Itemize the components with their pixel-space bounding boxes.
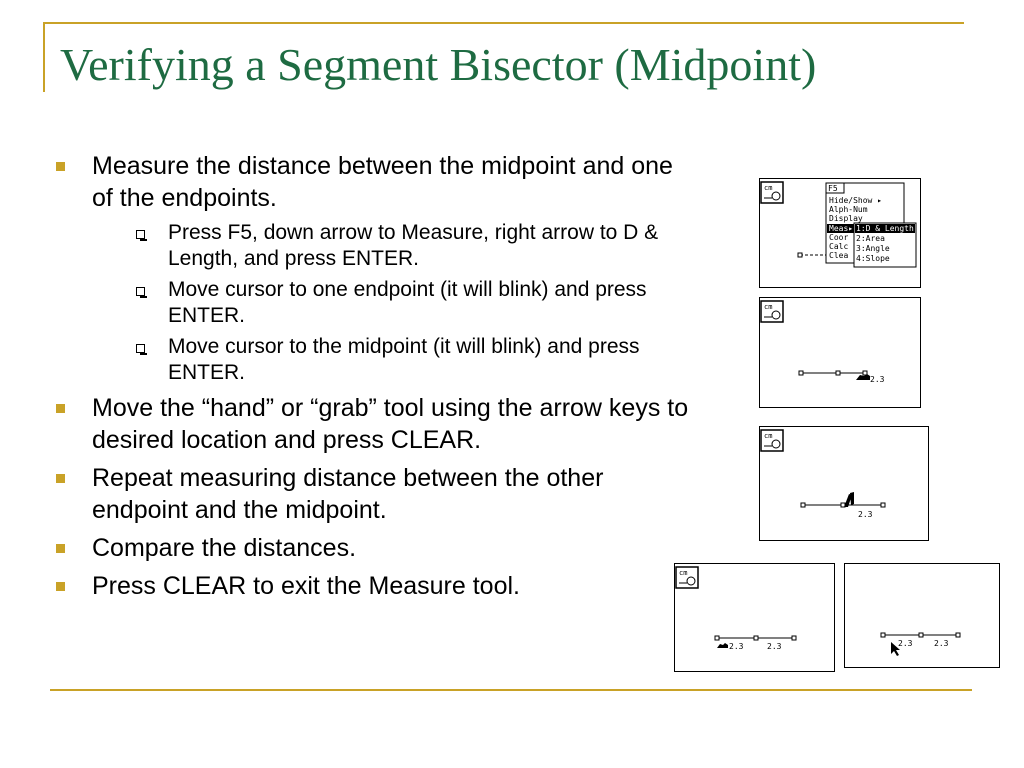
bullet-list: Measure the distance between the midpoin… <box>52 150 692 608</box>
sub-bullet-text: Move cursor to the midpoint (it will bli… <box>168 335 640 384</box>
bullet-item: Press CLEAR to exit the Measure tool. <box>52 570 692 602</box>
square-bullet-icon <box>56 162 65 171</box>
calculator-screen-measure-3: cm 2.3 2.3 <box>674 563 835 672</box>
submenu-item: 2:Area <box>856 234 885 243</box>
square-bullet-icon <box>56 404 65 413</box>
tool-icon: cm <box>760 429 784 452</box>
svg-text:cm: cm <box>764 303 772 311</box>
segment <box>798 370 868 376</box>
menu-item: Alph-Num <box>829 205 868 214</box>
distance-value: 2.3 <box>870 375 885 384</box>
tool-icon: cm <box>760 300 784 323</box>
distance-value: 2.3 <box>858 510 873 519</box>
f5-menu: F5 Hide/Show ▸ Alph-Num Display Meas▸ Co… <box>825 182 905 264</box>
bullet-text: Repeat measuring distance between the ot… <box>92 464 604 524</box>
sub-bullet-item: Press F5, down arrow to Measure, right a… <box>92 220 692 272</box>
bullet-text: Press CLEAR to exit the Measure tool. <box>92 572 520 600</box>
frame-vertical-rule <box>43 22 45 92</box>
bullet-item: Repeat measuring distance between the ot… <box>52 462 692 526</box>
bullet-text: Measure the distance between the midpoin… <box>92 152 673 212</box>
hand-cursor-icon <box>717 643 728 648</box>
calculator-screen-menu: cm F5 Hide/Show ▸ Alph-Num Display Meas▸… <box>759 178 921 288</box>
hollow-square-bullet-icon <box>136 230 147 241</box>
hand-cursor-icon <box>856 374 870 380</box>
arrow-cursor-icon <box>891 642 900 656</box>
grab-hand-icon <box>844 492 854 507</box>
distance-value: 2.3 <box>729 642 744 651</box>
bullet-item: Compare the distances. <box>52 532 692 564</box>
tool-icon: cm <box>760 181 784 204</box>
distance-value: 2.3 <box>898 639 913 648</box>
distance-value: 2.3 <box>934 639 949 648</box>
calculator-screen-measure-4: 2.3 2.3 <box>844 563 1000 668</box>
sub-bullet-item: Move cursor to one endpoint (it will bli… <box>92 277 692 329</box>
sub-bullet-item: Move cursor to the midpoint (it will bli… <box>92 334 692 386</box>
hollow-square-bullet-icon <box>136 344 147 355</box>
svg-text:cm: cm <box>764 432 772 440</box>
menu-tab-label: F5 <box>828 184 838 193</box>
slide-title: Verifying a Segment Bisector (Midpoint) <box>60 39 817 90</box>
calculator-screen-measure-1: cm 2.3 <box>759 297 921 408</box>
bullet-text: Compare the distances. <box>92 534 357 562</box>
bullet-item: Move the “hand” or “grab” tool using the… <box>52 392 692 456</box>
segment <box>800 502 886 508</box>
svg-text:cm: cm <box>679 569 687 577</box>
segment <box>714 635 797 641</box>
bottom-rule <box>50 689 972 691</box>
sub-bullet-list: Press F5, down arrow to Measure, right a… <box>92 220 692 386</box>
measure-submenu: 1:D & Length 2:Area 3:Angle 4:Slope <box>853 222 917 268</box>
tool-icon: cm <box>675 566 699 589</box>
menu-item: Clea <box>829 251 848 260</box>
square-bullet-icon <box>56 474 65 483</box>
bullet-item: Measure the distance between the midpoin… <box>52 150 692 386</box>
hollow-square-bullet-icon <box>136 287 147 298</box>
sub-bullet-text: Move cursor to one endpoint (it will bli… <box>168 278 647 327</box>
square-bullet-icon <box>56 582 65 591</box>
distance-value: 2.3 <box>767 642 782 651</box>
sub-bullet-text: Press F5, down arrow to Measure, right a… <box>168 221 659 270</box>
menu-item: Hide/Show ▸ <box>829 196 882 205</box>
bullet-text: Move the “hand” or “grab” tool using the… <box>92 394 689 454</box>
svg-text:cm: cm <box>764 184 772 192</box>
calculator-screen-measure-2: cm 2.3 <box>759 426 929 541</box>
segment <box>797 252 826 258</box>
frame-top-rule <box>43 22 964 24</box>
menu-item: Display <box>829 214 863 223</box>
menu-item: Calc <box>829 242 848 251</box>
submenu-item: 3:Angle <box>856 244 890 253</box>
square-bullet-icon <box>56 544 65 553</box>
segment <box>880 632 961 638</box>
submenu-item-selected: 1:D & Length <box>856 224 914 233</box>
menu-item: Coor <box>829 233 848 242</box>
submenu-item: 4:Slope <box>856 254 890 263</box>
menu-item-selected: Meas▸ <box>829 224 853 233</box>
